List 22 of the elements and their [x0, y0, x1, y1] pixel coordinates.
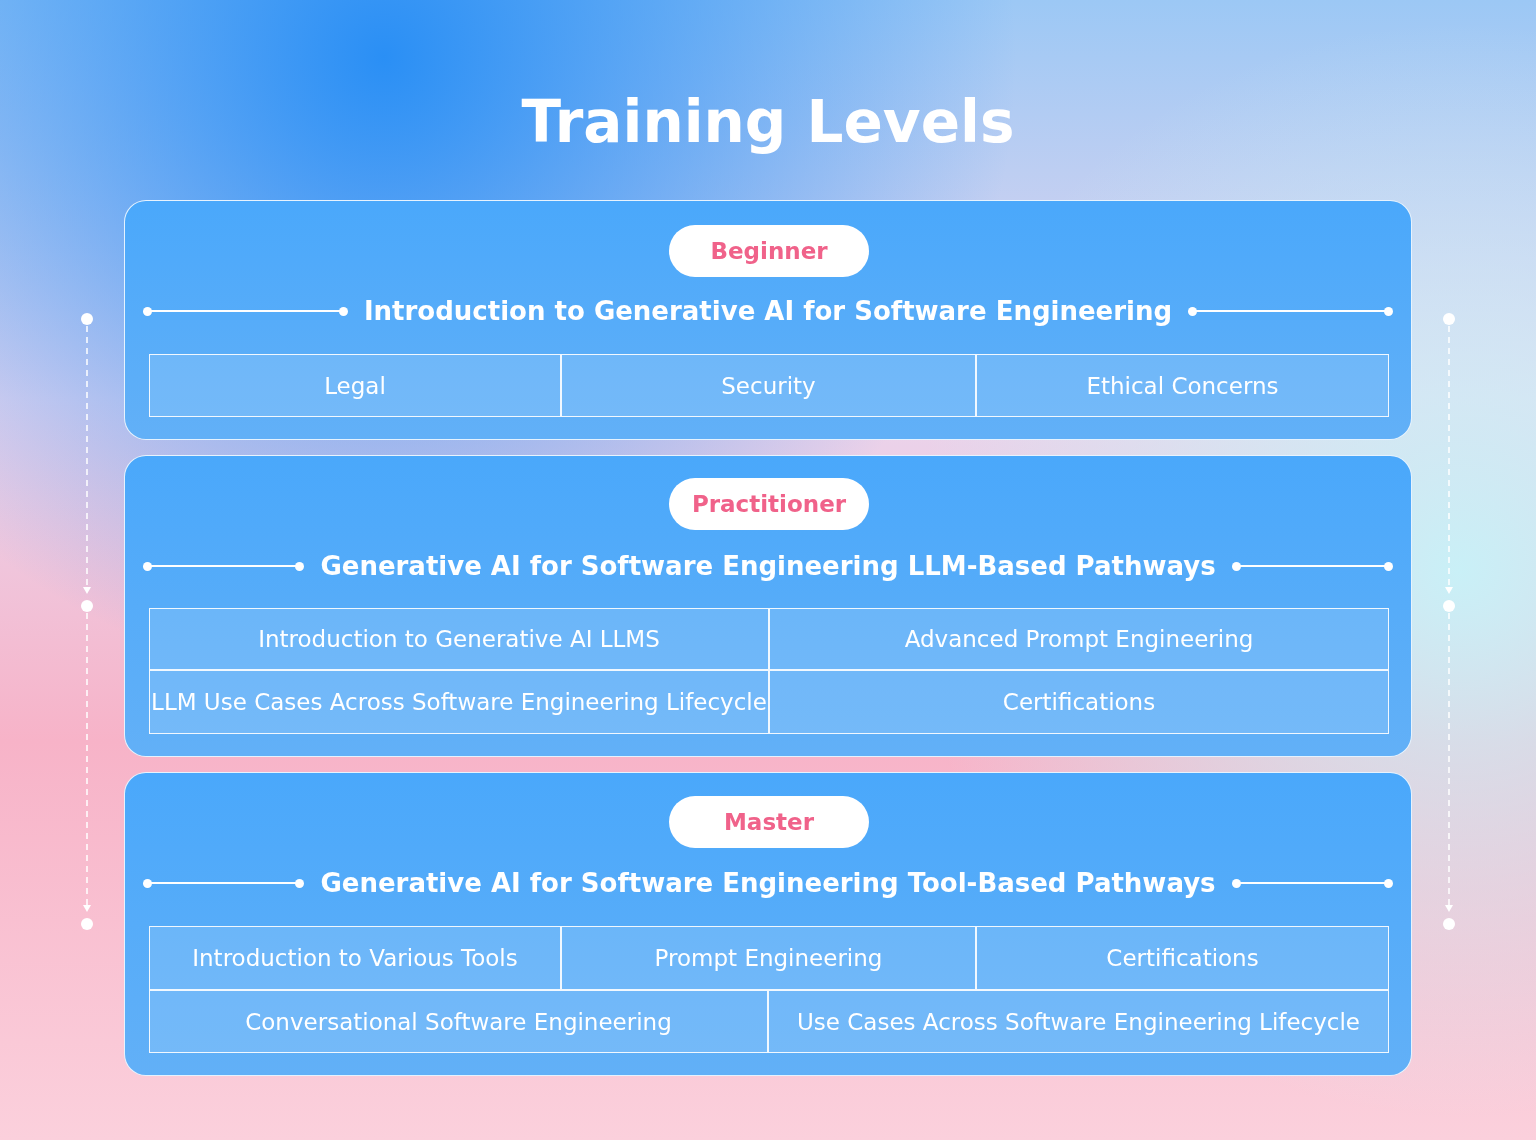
level-panel: [124, 200, 1412, 440]
topic-cell: Certifications: [769, 670, 1389, 734]
level-badge: Practitioner: [669, 478, 869, 530]
level-panel: [124, 772, 1412, 1076]
topic-cell: Introduction to Generative AI LLMS: [149, 608, 769, 670]
level-heading: Generative AI for Software Engineering Tool-Based Pathways: [319, 868, 1217, 898]
topic-cell: Legal: [149, 354, 561, 417]
topic-cell: LLM Use Cases Across Software Engineering Lifecycle: [149, 670, 769, 734]
level-heading: Generative AI for Software Engineering LLM-Based Pathways: [319, 551, 1217, 581]
topic-cell: Certifications: [976, 926, 1389, 990]
level-panel: [124, 455, 1412, 757]
topic-cell: Use Cases Across Software Engineering Lifecycle: [768, 990, 1389, 1053]
level-badge: Master: [669, 796, 869, 848]
topic-cell: Conversational Software Engineering: [149, 990, 768, 1053]
topic-cell: Security: [561, 354, 976, 417]
topic-cell: Ethical Concerns: [976, 354, 1389, 417]
topic-cell: Advanced Prompt Engineering: [769, 608, 1389, 670]
page-title: Training Levels: [520, 88, 1016, 156]
topic-cell: Introduction to Various Tools: [149, 926, 561, 990]
topic-cell: Prompt Engineering: [561, 926, 976, 990]
level-heading: Introduction to Generative AI for Software Engineering: [362, 296, 1174, 326]
level-badge: Beginner: [669, 225, 869, 277]
